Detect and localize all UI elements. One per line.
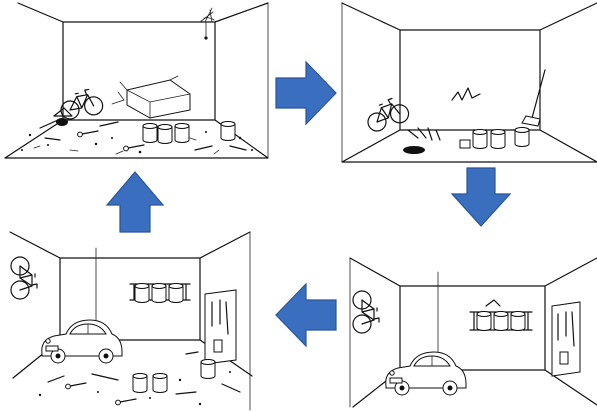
- floor-debris: [38, 371, 231, 406]
- scattered-tools: [47, 351, 241, 406]
- wall-bike: [352, 290, 380, 334]
- oil-stain: [403, 146, 425, 154]
- cobweb-icon: [199, 7, 215, 40]
- panel-cleared-garage: [341, 2, 597, 163]
- shelf: [469, 299, 533, 331]
- shelf: [129, 283, 191, 303]
- panel-remessy-garage: [9, 231, 253, 411]
- pegboard: [551, 301, 581, 377]
- cardboard-box: [119, 75, 191, 119]
- pegboard: [204, 289, 237, 365]
- floor-debris: [21, 131, 253, 155]
- car: [385, 351, 467, 396]
- bicycle: [362, 94, 412, 135]
- arrow-left-icon: [275, 282, 337, 348]
- wall-bike: [10, 256, 38, 300]
- wall-crack: [451, 87, 481, 101]
- car: [41, 319, 123, 364]
- broom-icon: [521, 69, 546, 127]
- paint-cans-row: [472, 127, 530, 149]
- arrow-up-icon: [105, 171, 165, 233]
- arrow-down-icon: [450, 167, 512, 227]
- tools-laid-out: [403, 127, 471, 154]
- panel-organized-garage: [349, 257, 597, 408]
- arrow-right-icon: [275, 60, 337, 126]
- panel-messy-garage: [2, 2, 269, 162]
- tools-scattered: [39, 107, 247, 152]
- cycle-arrows: [105, 60, 512, 348]
